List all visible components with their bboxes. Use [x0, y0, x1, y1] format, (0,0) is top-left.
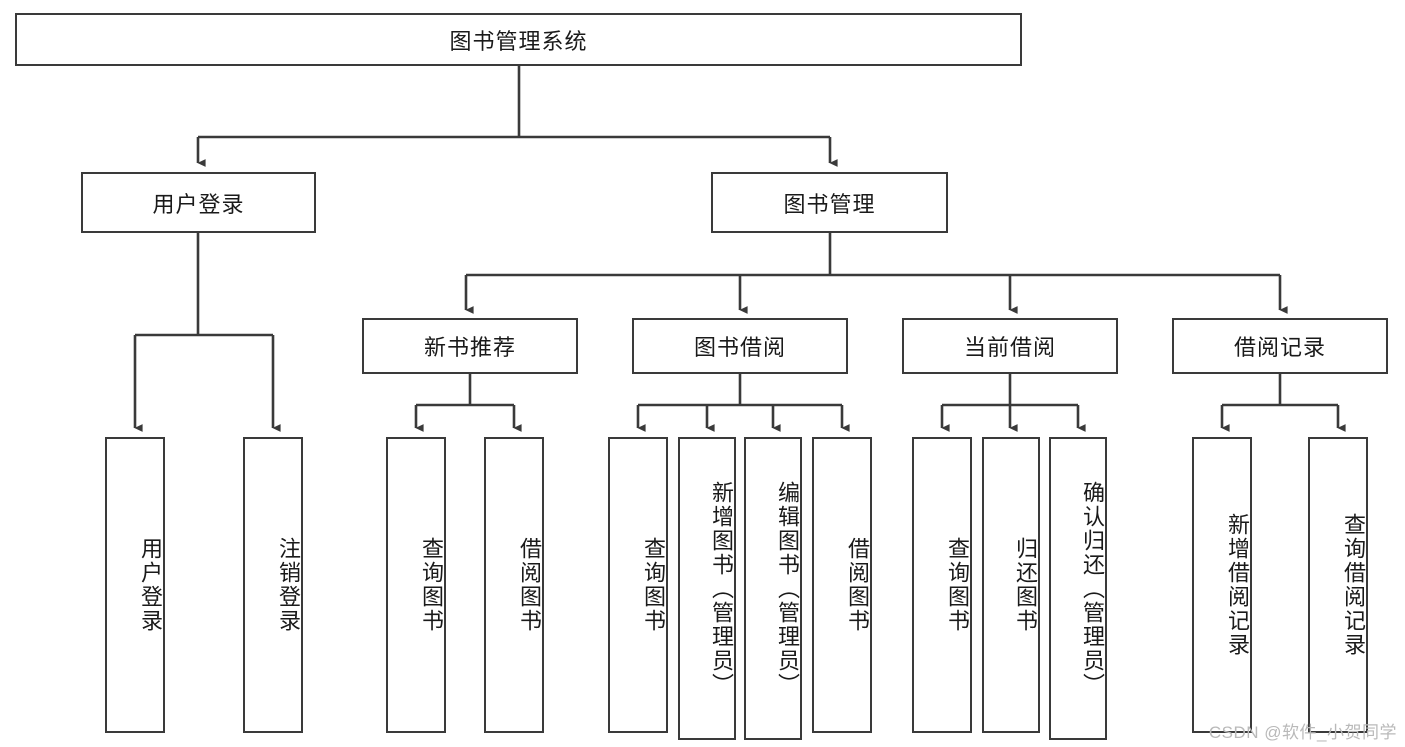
node-new-book-recommend[interactable]: 新书推荐 [362, 318, 578, 374]
node-borrow-record[interactable]: 借阅记录 [1172, 318, 1388, 374]
leaf-confirm-return-admin[interactable]: 确认归还（管理员） [1049, 437, 1107, 740]
node-label: 新增图书（管理员） [709, 480, 734, 697]
node-label: 注销登录 [276, 537, 301, 633]
leaf-query-book-current[interactable]: 查询图书 [912, 437, 972, 733]
node-label: 借阅记录 [1233, 335, 1326, 360]
node-label: 归还图书 [1013, 537, 1038, 633]
leaf-borrow-book-recommend[interactable]: 借阅图书 [484, 437, 544, 733]
leaf-query-book-borrow[interactable]: 查询图书 [608, 437, 668, 733]
node-user-login[interactable]: 用户登录 [81, 172, 316, 233]
node-label: 图书借阅 [693, 335, 786, 360]
node-label: 当前借阅 [963, 335, 1056, 360]
node-label: 图书管理 [783, 191, 876, 217]
leaf-query-book-recommend[interactable]: 查询图书 [386, 437, 446, 733]
node-label: 新增借阅记录 [1225, 513, 1250, 657]
node-book-management[interactable]: 图书管理 [711, 172, 948, 233]
node-label: 查询图书 [641, 537, 666, 633]
node-label: 借阅图书 [845, 537, 870, 633]
csdn-watermark: CSDN @软件_小贺同学 [1208, 723, 1397, 742]
leaf-logout[interactable]: 注销登录 [243, 437, 303, 733]
leaf-edit-book-admin[interactable]: 编辑图书（管理员） [744, 437, 802, 740]
node-book-borrow[interactable]: 图书借阅 [632, 318, 848, 374]
node-label: 用户登录 [138, 537, 163, 633]
node-current-borrow[interactable]: 当前借阅 [902, 318, 1118, 374]
leaf-return-book[interactable]: 归还图书 [982, 437, 1040, 733]
node-label: 查询借阅记录 [1341, 513, 1366, 657]
node-label: 新书推荐 [423, 335, 516, 360]
leaf-query-borrow-record[interactable]: 查询借阅记录 [1308, 437, 1368, 733]
node-label: 查询图书 [419, 537, 444, 633]
node-label: 查询图书 [945, 537, 970, 633]
leaf-add-book-admin[interactable]: 新增图书（管理员） [678, 437, 736, 740]
leaf-borrow-book[interactable]: 借阅图书 [812, 437, 872, 733]
node-label: 确认归还（管理员） [1080, 480, 1105, 697]
node-root-system[interactable]: 图书管理系统 [15, 13, 1022, 66]
node-label: 图书管理系统 [449, 28, 588, 54]
leaf-add-borrow-record[interactable]: 新增借阅记录 [1192, 437, 1252, 733]
leaf-user-login[interactable]: 用户登录 [105, 437, 165, 733]
node-label: 用户登录 [152, 191, 245, 217]
node-label: 编辑图书（管理员） [775, 480, 800, 697]
node-label: 借阅图书 [517, 537, 542, 633]
